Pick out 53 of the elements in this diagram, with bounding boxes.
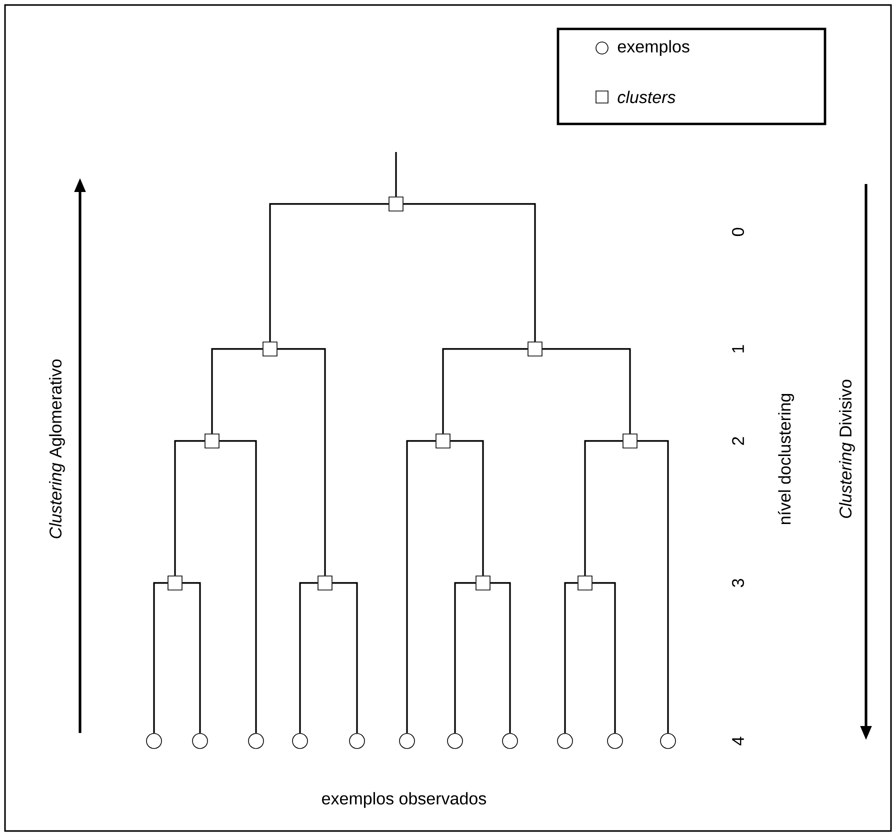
example-circle xyxy=(248,733,264,749)
connector-line xyxy=(269,203,389,342)
cluster-square xyxy=(204,434,220,448)
cluster-square xyxy=(168,576,182,590)
connector-line xyxy=(542,348,631,434)
level-number: 2 xyxy=(732,437,744,445)
level-number: 0 xyxy=(732,228,744,236)
cluster-square xyxy=(318,576,332,590)
connector-line xyxy=(332,582,358,734)
level-number: 1 xyxy=(732,345,744,352)
cluster-square xyxy=(436,434,450,448)
connector-line xyxy=(490,582,511,734)
example-circle xyxy=(447,733,463,749)
axis-label: exemplos observados xyxy=(322,792,486,808)
example-circle xyxy=(557,733,573,749)
connector-line xyxy=(277,348,326,576)
connector-line xyxy=(406,440,436,734)
example-circle xyxy=(607,733,623,749)
legend-label: clusters xyxy=(618,90,676,104)
connector-line xyxy=(592,582,616,734)
example-circle xyxy=(349,733,365,749)
cluster-square xyxy=(476,576,490,590)
axis-label: Clustering Aglomerativo xyxy=(49,359,65,538)
example-circle xyxy=(660,733,676,749)
connector-line xyxy=(299,582,318,734)
example-circle xyxy=(502,733,518,749)
connector-line xyxy=(454,582,476,734)
connector-line xyxy=(442,348,528,434)
level-number: 4 xyxy=(732,736,744,746)
connector-line xyxy=(395,152,397,197)
connector-line xyxy=(153,582,168,734)
example-circle xyxy=(192,733,208,749)
cluster-square xyxy=(578,576,592,590)
connector-line xyxy=(174,440,205,576)
connector-line xyxy=(403,203,536,342)
axis-label: nível doclustering xyxy=(778,394,794,524)
connector-line xyxy=(584,440,623,576)
connector-line xyxy=(182,582,201,734)
cluster-square xyxy=(388,196,404,212)
legend-label: exemplos xyxy=(618,40,690,56)
example-circle xyxy=(292,733,308,749)
level-number: 3 xyxy=(732,579,744,588)
example-circle xyxy=(146,733,162,749)
connector-line xyxy=(637,440,669,734)
example-circle xyxy=(399,733,415,749)
connector-line xyxy=(450,440,484,576)
connector-line xyxy=(211,348,263,434)
connector-line xyxy=(219,440,257,734)
cluster-square xyxy=(262,342,278,356)
axis-label: Clustering Divisivo xyxy=(839,380,855,518)
connector-line xyxy=(564,582,578,734)
cluster-square xyxy=(622,434,638,448)
cluster-square xyxy=(528,342,542,356)
